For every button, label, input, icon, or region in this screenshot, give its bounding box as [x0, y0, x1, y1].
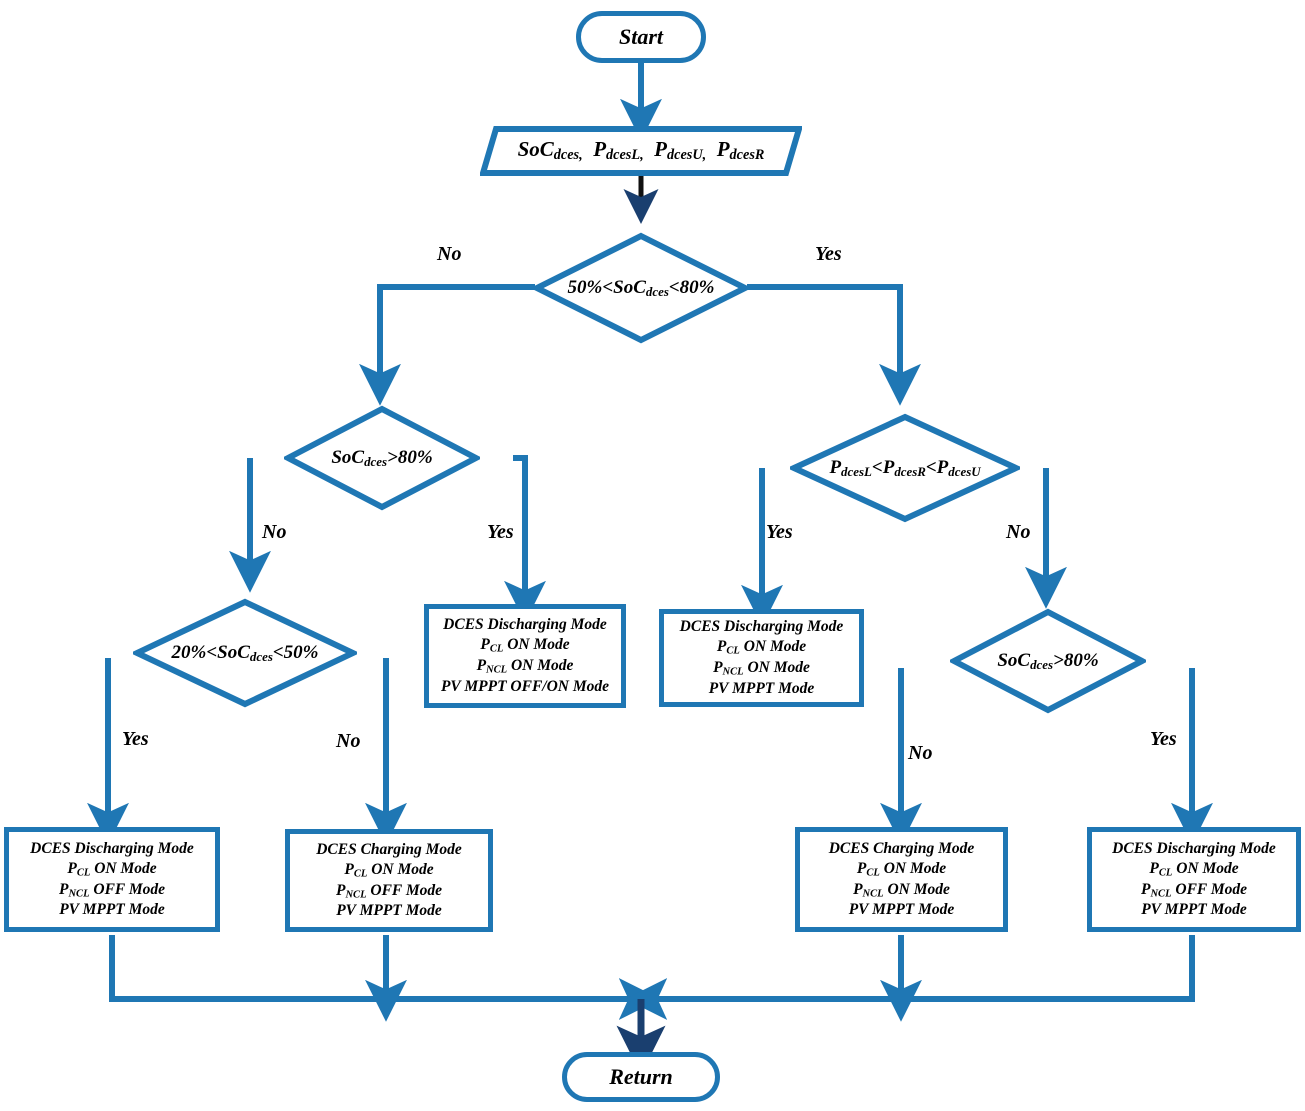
parallelogram-shape — [480, 126, 802, 176]
process-line: DCES Discharging Mode — [1112, 839, 1276, 857]
node-decision-soc-50-80[interactable]: 50%<SoCdces<80% — [533, 232, 749, 344]
edge-label-d1-yes: Yes — [815, 243, 842, 265]
edge-label-d3right-yes: Yes — [1150, 728, 1177, 750]
diamond-shape — [133, 598, 357, 708]
process-line: PCL ON Mode — [1149, 859, 1239, 878]
node-input-parameters[interactable]: SoCdces, PdcesL, PdcesU, PdcesR — [480, 126, 802, 176]
diamond-shape — [533, 232, 749, 344]
edge-d1-yes — [747, 284, 921, 406]
process-line: PCL ON Mode — [344, 860, 434, 879]
node-decision-soc-gt80-right[interactable]: SoCdces>80% — [950, 608, 1146, 714]
edge-label-d2left-no: No — [262, 521, 287, 543]
node-return[interactable]: Return — [562, 1052, 720, 1102]
process-line: DCES Charging Mode — [316, 840, 462, 858]
process-line: PV MPPT Mode — [848, 901, 955, 919]
node-start[interactable]: Start — [576, 11, 706, 63]
edge-label-d2right-no: No — [1006, 521, 1031, 543]
edge-label-d2right-yes: Yes — [766, 521, 793, 543]
edge-d2left-yes — [504, 455, 546, 623]
node-start-label: Start — [618, 24, 664, 49]
process-line: PCL ON Mode — [67, 859, 157, 878]
edge-b4-to-bus — [660, 935, 1195, 1002]
edge-label-d3left-no: No — [336, 730, 361, 752]
node-process-bottom-2[interactable]: DCES Charging Mode PCL ON Mode PNCL OFF … — [285, 829, 493, 932]
process-line: PV MPPT Mode — [59, 901, 165, 919]
process-line: PV MPPT OFF/ON Mode — [440, 677, 610, 695]
process-line: PNCL OFF Mode — [1140, 880, 1248, 899]
edge-b1-to-bus — [109, 935, 625, 1002]
process-line: DCES Discharging Mode — [443, 616, 607, 634]
node-decision-soc-gt80-right-label: SoCdces>80% — [997, 649, 1099, 672]
node-decision-soc-gt80-left-label: SoCdces>80% — [331, 446, 433, 469]
process-line: DCES Discharging Mode — [30, 839, 194, 857]
process-line: PCL ON Mode — [480, 636, 570, 655]
diamond-shape — [950, 608, 1146, 714]
node-process-bottom-4[interactable]: DCES Discharging Mode PCL ON Mode PNCL O… — [1087, 827, 1301, 932]
node-decision-soc-20-50[interactable]: 20%<SoCdces<50% — [133, 598, 357, 708]
node-decision-soc-50-80-label: 50%<SoCdces<80% — [567, 276, 715, 299]
node-decision-pdces-range[interactable]: PdcesL<PdcesR<PdcesU — [790, 413, 1020, 523]
node-process-bottom-3[interactable]: DCES Charging Mode PCL ON Mode PNCL ON M… — [795, 827, 1008, 932]
edge-label-d2left-yes: Yes — [487, 521, 514, 543]
process-line: PNCL OFF Mode — [58, 880, 166, 899]
process-line: PV MPPT Mode — [1141, 901, 1247, 919]
node-return-label: Return — [609, 1064, 673, 1089]
node-process-mid-left[interactable]: DCES Discharging Mode PCL ON Mode PNCL O… — [424, 604, 626, 708]
edge-d1-no — [359, 284, 535, 406]
process-line: PNCL ON Mode — [853, 880, 950, 899]
process-line: PCL ON Mode — [716, 638, 807, 657]
diamond-shape — [790, 413, 1020, 523]
edge-label-d1-no: No — [437, 243, 462, 265]
node-decision-soc-gt80-left[interactable]: SoCdces>80% — [284, 405, 480, 511]
node-process-mid-right[interactable]: DCES Discharging Mode PCL ON Mode PNCL O… — [659, 609, 864, 707]
node-decision-soc-20-50-label: 20%<SoCdces<50% — [171, 641, 319, 664]
process-line: PCL ON Mode — [856, 859, 947, 878]
process-line: PNCL ON Mode — [476, 657, 574, 676]
process-line: PV MPPT Mode — [708, 679, 815, 697]
edge-label-d3right-no: No — [908, 742, 933, 764]
diamond-shape — [284, 405, 480, 511]
process-line: DCES Discharging Mode — [679, 618, 844, 636]
process-line: DCES Charging Mode — [828, 839, 975, 857]
process-line: PV MPPT Mode — [336, 902, 442, 920]
process-line: PNCL OFF Mode — [335, 881, 443, 900]
process-line: PNCL ON Mode — [713, 659, 810, 678]
edge-label-d3left-yes: Yes — [122, 728, 149, 750]
node-input-label: SoCdces, PdcesL, PdcesU, PdcesR — [517, 137, 765, 164]
node-process-bottom-1[interactable]: DCES Discharging Mode PCL ON Mode PNCL O… — [4, 827, 220, 932]
node-decision-pdces-range-label: PdcesL<PdcesR<PdcesU — [829, 456, 981, 479]
